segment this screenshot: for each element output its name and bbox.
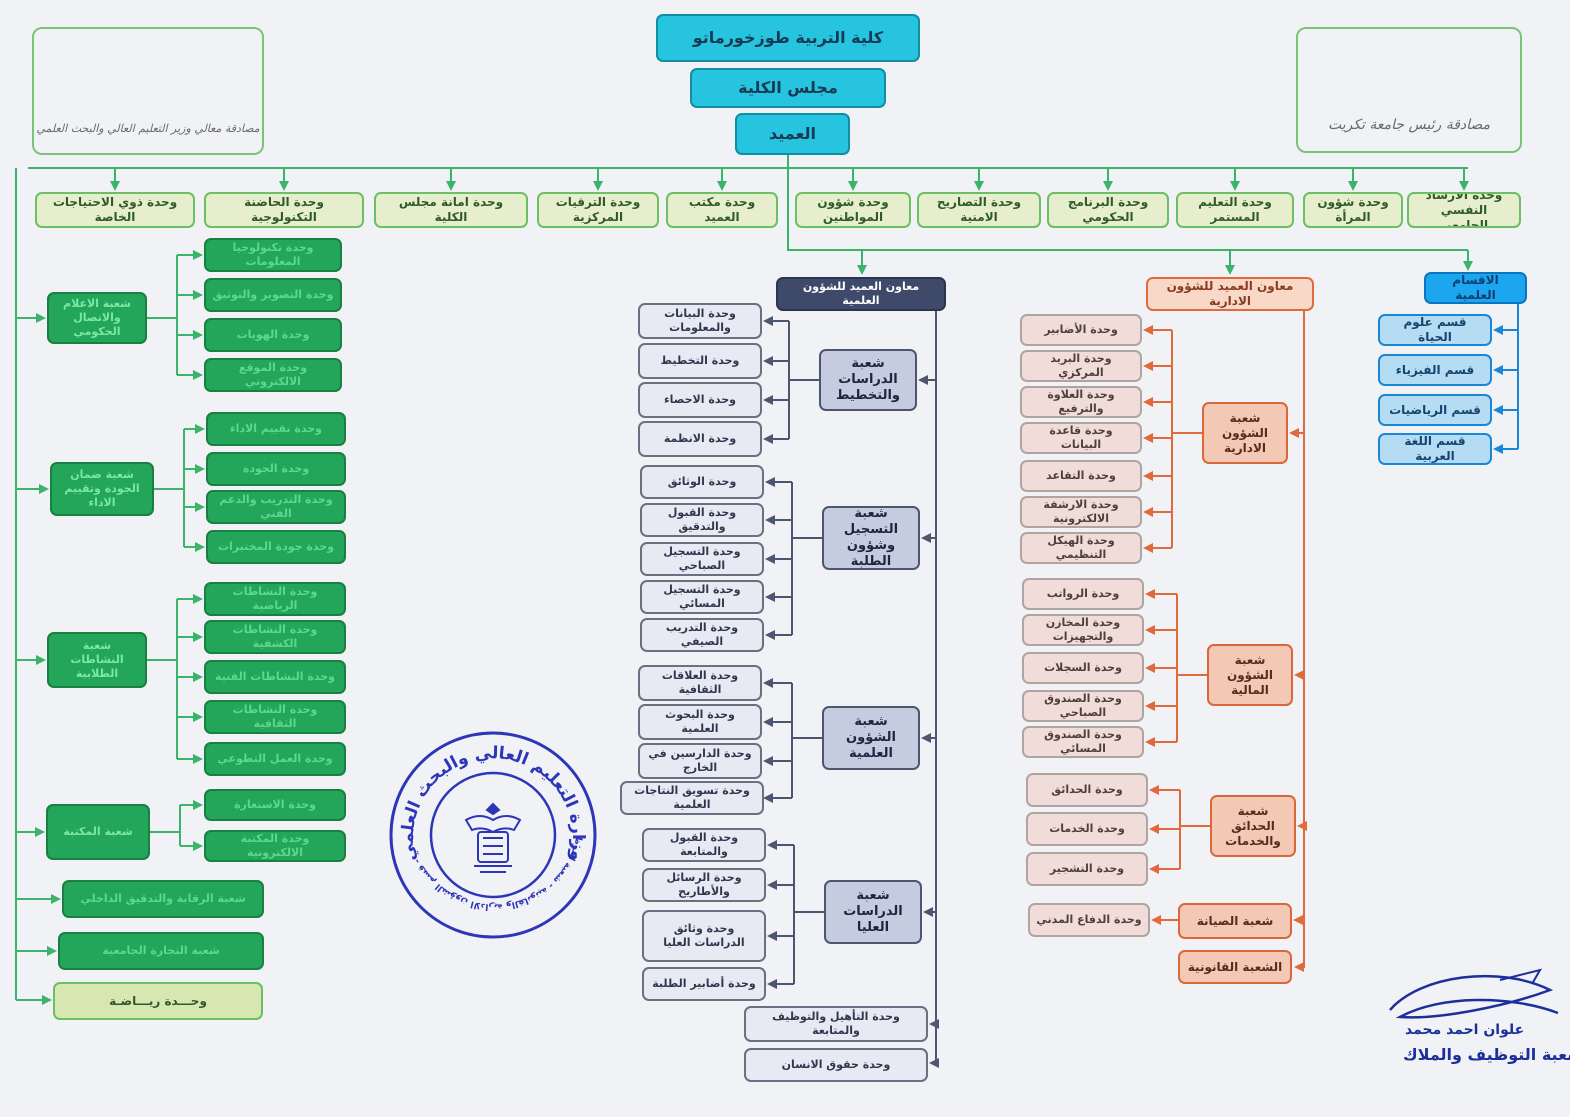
administrative-section-3: شعبة الصيانة [1178,903,1292,939]
administrative-section-1-unit-3: وحدة الصندوق الصباحي [1022,690,1144,722]
scientific-section-1-unit-3: وحدة التسجيل المسائي [640,580,764,614]
left-section-3-unit-1: وحدة المكتبة الالكترونية [204,830,346,862]
department-1: قسم الفيزياء [1378,354,1492,386]
administrative-section-0: شعبة الشؤون الادارية [1202,402,1288,464]
left-section-2: شعبة النشاطات الطلابية [47,632,147,688]
official-stamp: وزارة التعليم العالي والبحث العلمي جامعة… [386,728,597,939]
administrative-section-0-unit-6: وحدة الهيكل التنظيمي [1020,532,1142,564]
scientific-head: معاون العميد للشؤون العلمية [776,277,946,311]
department-3: قسم اللغة العربية [1378,433,1492,465]
administrative-section-0-unit-3: وحدة قاعدة البيانات [1020,422,1142,454]
signer-title: مدير شعبة التوظيف والملاك [1403,1045,1570,1064]
administrative-section-1-unit-1: وحدة المخازن والتجهيزات [1022,614,1144,646]
administrative-section-4: الشعبة القانونية [1178,950,1292,984]
president-approval-box: مصادقة رئيس جامعة تكريت [1296,27,1522,153]
scientific-section-2-unit-2: وحدة الدارسين في الخارج [638,743,762,779]
administrative-section-3-unit-0: وحدة الدفاع المدني [1028,903,1150,937]
scientific-section-3-unit-0: وحدة القبول والمتابعة [642,828,766,862]
left-section-1: شعبة ضمان الجودة وتقييم الاداء [50,462,154,516]
unit-row-box-6: وحدة التصاريح الامنية [917,192,1041,228]
left-section-3: شعبة المكتبة [46,804,150,860]
left-section-2-unit-4: وحدة العمل التطوعي [204,742,346,776]
scientific-section-3-unit-3: وحدة أضابير الطلبة [642,967,766,1001]
college-council-box: مجلس الكلية [690,68,886,108]
scientific-section-3-unit-1: وحدة الرسائل والأطاريح [642,868,766,902]
unit-row-box-5: وحدة شؤون المواطنين [795,192,911,228]
scientific-section-2: شعبة الشؤون العلمية [822,706,920,770]
minister-approval-text: مصادقة معالي وزير التعليم العالي والبحث … [36,122,260,135]
signature-scribble [1389,968,1559,1019]
department-2: قسم الرياضيات [1378,394,1492,426]
left-section-0-unit-3: وحدة الموقع الالكتروني [204,358,342,392]
departments-head: الاقسام العلمية [1424,272,1527,304]
administrative-section-2-unit-0: وحدة الحدائق [1026,773,1148,807]
administrative-section-1: شعبة الشؤون المالية [1207,644,1293,706]
scientific-section-0-unit-1: وحدة التخطيط [638,343,762,379]
administrative-section-0-unit-1: وحدة البريد المركزي [1020,350,1142,382]
administrative-section-0-unit-4: وحدة التقاعد [1020,460,1142,492]
unit-row-box-8: وحدة التعليم المستمر [1176,192,1294,228]
unit-row-box-0: وحدة ذوي الاحتياجات الخاصة [35,192,195,228]
unit-row-box-3: وحدة الترقيات المركزية [537,192,659,228]
left-section-0-unit-2: وحدة الهويات [204,318,342,352]
left-bottom-0: شعبة الرقابة والتدقيق الداخلي [62,880,264,918]
unit-row-box-1: وحدة الحاضنة التكنولوجية [204,192,364,228]
unit-row-box-9: وحدة شؤون المرأة [1303,192,1403,228]
left-section-2-unit-0: وحدة النشاطات الرياضية [204,582,346,616]
scientific-extra-1: وحدة حقوق الانسان [744,1048,928,1082]
signer-name: علوان احمد محمد [1405,1022,1525,1038]
left-section-1-unit-0: وحدة تقييم الاداء [206,412,346,446]
scientific-section-2-unit-3: وحدة تسويق النتاجات العلمية [620,781,764,815]
administrative-section-1-unit-2: وحدة السجلات [1022,652,1144,684]
left-section-1-unit-3: وحدة جودة المختبرات [206,530,346,564]
left-section-1-unit-2: وحدة التدريب والدعم الفني [206,490,346,524]
eagle-emblem-icon [464,802,522,873]
left-section-0-unit-1: وحدة التصوير والتوثيق [204,278,342,312]
connector-line [1294,311,1305,972]
left-section-2-unit-2: وحدة النشاطات الفنية [204,660,346,694]
left-bottom-2: وحـــدة ريـــاضـة [53,982,263,1020]
scientific-section-3-unit-2: وحدة وثائق الدراسات العليا [642,910,766,962]
scientific-section-1-unit-4: وحدة التدريب الصيفي [640,618,764,652]
administrative-head: معاون العميد للشؤون الادارية [1146,277,1314,311]
left-bottom-1: شعبة التجارة الجامعية [58,932,264,970]
administrative-section-1-unit-4: وحدة الصندوق المسائي [1022,726,1144,758]
left-section-0: شعبة الاعلام والاتصال الحكومي [47,292,147,344]
dean-box: العميد [735,113,850,155]
administrative-section-0-unit-5: وحدة الارشفة الالكترونية [1020,496,1142,528]
scientific-section-0: شعبة الدراسات والتخطيط [819,349,917,411]
scientific-section-0-unit-0: وحدة البيانات والمعلومات [638,303,762,339]
scientific-extra-0: وحدة التأهيل والتوظيف والمتابعة [744,1006,928,1042]
president-approval-text: مصادقة رئيس جامعة تكريت [1327,117,1491,133]
administrative-section-0-unit-0: وحدة الأضابير [1020,314,1142,346]
scientific-section-0-unit-3: وحدة الانظمة [638,421,762,457]
scientific-section-1-unit-0: وحدة الوثائق [640,465,764,499]
left-section-3-unit-0: وحدة الاستعارة [204,789,346,821]
scientific-section-2-unit-0: وحدة العلاقات الثقافية [638,665,762,701]
scientific-section-1: شعبة التسجيل وشؤون الطلبة [822,506,920,570]
unit-row-box-10: وحدة الارشاد النفسي الجامعي [1407,192,1521,228]
scientific-section-2-unit-1: وحدة البحوث العلمية [638,704,762,740]
administrative-section-2-unit-1: وحدة الخدمات [1026,812,1148,846]
unit-row-box-4: وحدة مكتب العميد [666,192,778,228]
administrative-section-2-unit-2: وحدة التشجير [1026,852,1148,886]
unit-row-box-7: وحدة البرنامج الحكومي [1047,192,1169,228]
unit-row-box-2: وحدة امانة مجلس الكلية [374,192,528,228]
administrative-section-2: شعبة الحدائق والخدمات [1210,795,1296,857]
left-section-1-unit-1: وحدة الجودة [206,452,346,486]
left-section-2-unit-3: وحدة النشاطات الثقافية [204,700,346,734]
minister-approval-box: مصادقة معالي وزير التعليم العالي والبحث … [32,27,264,155]
scientific-section-0-unit-2: وحدة الاحصاء [638,382,762,418]
administrative-section-1-unit-0: وحدة الرواتب [1022,578,1144,610]
college-title-box: كلية التربية طوزخورماتو [656,14,920,62]
left-section-0-unit-0: وحدة تكنولوجيا المعلومات [204,238,342,272]
scientific-section-1-unit-1: وحدة القبول والتدقيق [640,503,764,537]
department-0: قسم علوم الحياة [1378,314,1492,346]
left-section-2-unit-1: وحدة النشاطات الكشفية [204,620,346,654]
scientific-section-1-unit-2: وحدة التسجيل الصباحي [640,542,764,576]
scientific-section-3: شعبة الدراسات العليا [824,880,922,944]
administrative-section-0-unit-2: وحدة العلاوة والترفيع [1020,386,1142,418]
